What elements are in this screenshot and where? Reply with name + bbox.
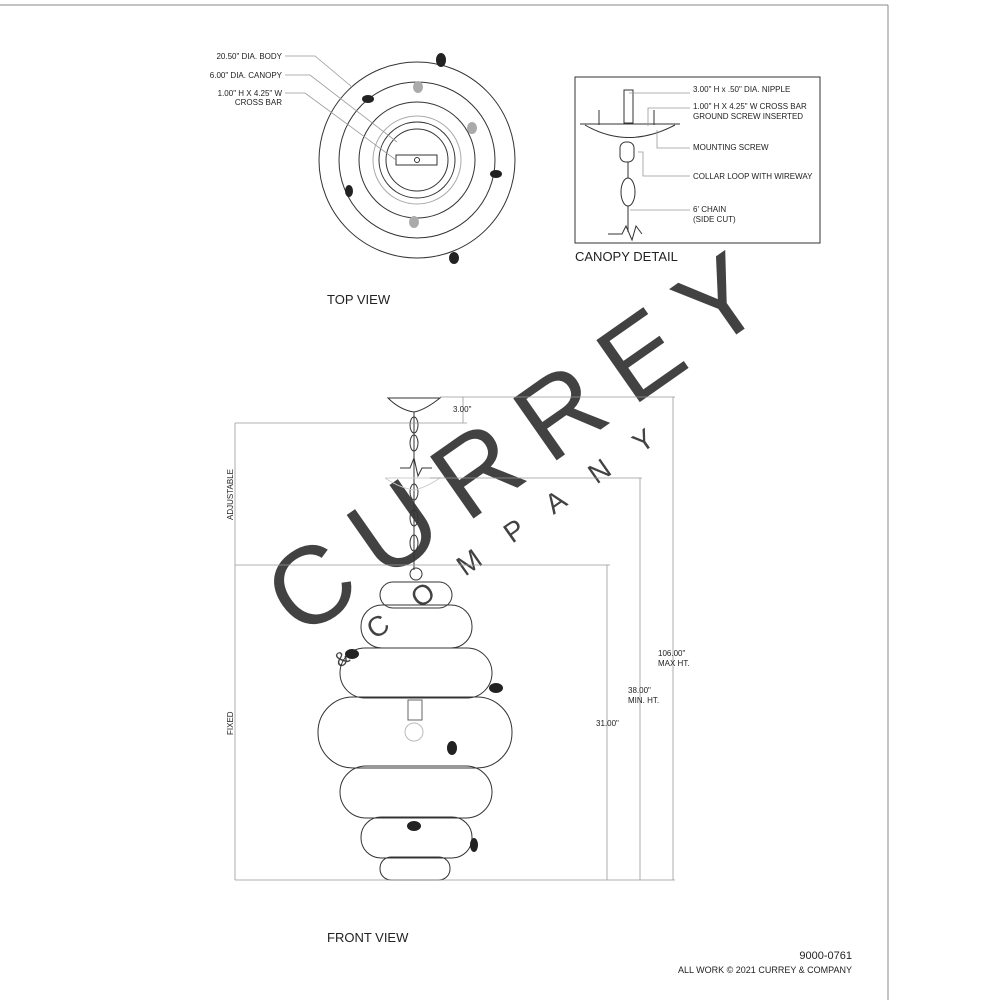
callout-crossbar: 1.00" H X 4.25" W CROSS BAR <box>693 102 807 111</box>
body-outline-outer <box>318 61 516 259</box>
callout-nipple: 3.00" H x .50" DIA. NIPPLE <box>693 85 790 94</box>
dim-min-label: MIN. HT. <box>628 696 659 705</box>
dim-fixed-height: 31.00" <box>596 719 619 728</box>
dim-min-height: 38.00" <box>628 686 651 695</box>
top-view-title: TOP VIEW <box>327 292 391 307</box>
callout-crossbar: 1.00" H X 4.25" W <box>218 89 283 98</box>
front-view-title: FRONT VIEW <box>327 930 409 945</box>
body-outline-mid <box>338 81 496 239</box>
callout-canopy-dia: 6.00" DIA. CANOPY <box>210 71 283 80</box>
sku-number: 9000-0761 <box>799 950 852 962</box>
callout-body-dia: 20.50" DIA. BODY <box>216 52 282 61</box>
bee-icon <box>345 53 502 264</box>
dim-max-label: MAX HT. <box>658 659 690 668</box>
chain <box>384 412 442 581</box>
canopy-detail-frame <box>574 76 821 244</box>
dimension-lines <box>234 396 675 881</box>
body-outline-inner <box>358 101 476 219</box>
callout-mounting-screw: MOUNTING SCREW <box>693 143 769 152</box>
canopy-outline <box>372 115 462 205</box>
callout-chain: 6' CHAIN <box>693 205 726 214</box>
dim-adjustable: ADJUSTABLE <box>226 469 235 520</box>
bee-icon <box>345 649 503 852</box>
front-view: 3.00" ADJUSTABLE FIXED 31.00" 38.00" MIN… <box>226 396 690 945</box>
callout-ground-screw: GROUND SCREW INSERTED <box>693 112 803 121</box>
copyright: ALL WORK © 2021 CURREY & COMPANY <box>678 965 852 975</box>
callout-crossbar-2: CROSS BAR <box>235 98 282 107</box>
canopy-detail-title: CANOPY DETAIL <box>575 249 678 264</box>
canopy <box>386 397 442 413</box>
callout-side-cut: (SIDE CUT) <box>693 215 736 224</box>
cross-bar <box>395 154 438 166</box>
dim-canopy: 3.00" <box>453 405 472 414</box>
dim-max-height: 106.00" <box>658 649 685 658</box>
dim-fixed: FIXED <box>226 711 235 735</box>
canopy-detail: 3.00" H x .50" DIA. NIPPLE 1.00" H X 4.2… <box>574 76 821 264</box>
hive-body <box>317 581 513 881</box>
currey-watermark: CURREY COMPANY & <box>243 217 802 672</box>
callout-collar-loop: COLLAR LOOP WITH WIREWAY <box>693 172 813 181</box>
svg-text:CURREY: CURREY <box>243 217 802 660</box>
bee-icon-gray <box>409 81 477 228</box>
top-view: 20.50" DIA. BODY 6.00" DIA. CANOPY 1.00"… <box>210 52 516 307</box>
